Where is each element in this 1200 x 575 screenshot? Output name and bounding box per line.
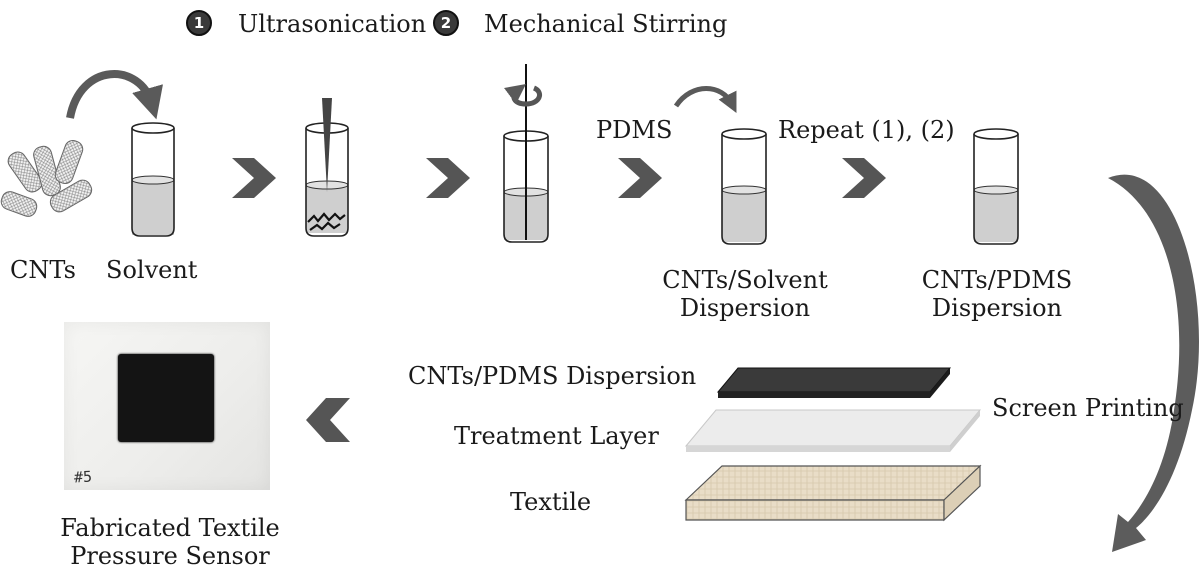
solvent-tube-icon: [131, 122, 175, 237]
pdms-label: PDMS: [596, 116, 673, 144]
sonicator-probe-icon: [322, 98, 332, 192]
screen-printing-arrow-icon: [1108, 174, 1200, 552]
result-line1: Fabricated Textile: [60, 514, 280, 542]
layer-bottom-label: Textile: [510, 488, 592, 516]
sensor-pad: [118, 354, 214, 442]
textile-layer-icon: [684, 464, 982, 522]
chevron-right-icon: [426, 158, 470, 198]
result-label: Fabricated Textile Pressure Sensor: [40, 514, 300, 570]
cnt-tubes-icon: [0, 140, 93, 217]
cnt-solvent-line1: CNTs/Solvent: [662, 266, 828, 294]
repeat-label: Repeat (1), (2): [778, 116, 955, 144]
cnt-pdms-line1: CNTs/PDMS: [921, 266, 1073, 294]
rotation-arrow-icon: [503, 83, 543, 107]
step1-badge: 1: [186, 10, 212, 36]
cnt-solvent-tube-icon: [721, 128, 767, 245]
step2-label: Mechanical Stirring: [484, 10, 728, 38]
cnts-label: CNTs: [10, 256, 76, 284]
treatment-layer-icon: [684, 409, 982, 452]
cnt-pdms-tube-icon: [973, 128, 1019, 245]
result-line2: Pressure Sensor: [70, 542, 270, 570]
stirring-tube-icon: [503, 64, 549, 243]
add-arrow-icon: [66, 70, 163, 120]
cnt-pdms-line2: Dispersion: [931, 294, 1063, 322]
cnt-solvent-line2: Dispersion: [679, 294, 811, 322]
solvent-label: Solvent: [106, 256, 198, 284]
step1-label: Ultrasonication: [238, 10, 427, 38]
sensor-photo: #5: [64, 322, 270, 490]
layer-mid-label: Treatment Layer: [454, 422, 659, 450]
add-pdms-arrow-icon: [673, 86, 737, 113]
ultrasonication-tube-icon: [305, 98, 349, 237]
cnt-solvent-dispersion-label: CNTs/Solvent Dispersion: [660, 266, 830, 322]
layer-top-label: CNTs/PDMS Dispersion: [408, 362, 697, 390]
chevron-right-icon: [618, 158, 662, 198]
chevron-right-icon: [842, 158, 886, 198]
screen-printing-label: Screen Printing: [992, 394, 1184, 422]
sensor-tag: #5: [73, 467, 93, 487]
cnt-pdms-dispersion-label: CNTs/PDMS Dispersion: [912, 266, 1082, 322]
chevron-right-icon: [232, 158, 276, 198]
cnt-pdms-layer-icon: [716, 367, 952, 398]
chevron-left-icon: [306, 398, 350, 442]
step2-badge: 2: [433, 10, 459, 36]
